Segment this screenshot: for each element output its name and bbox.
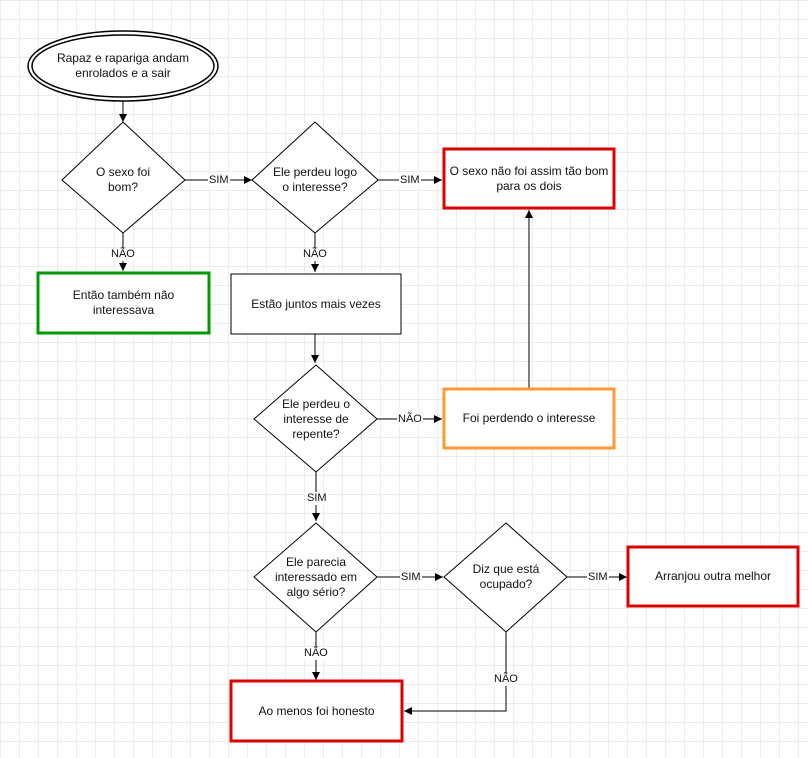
edge-label-repente-sim: SIM <box>306 492 328 505</box>
start-node[interactable] <box>27 30 219 102</box>
edge-label-repente-nao: NÃO <box>397 413 423 426</box>
result-outra-melhor-box[interactable] <box>626 545 800 608</box>
decision-sexo-bom[interactable] <box>61 121 186 234</box>
decision-perdeu-logo[interactable] <box>251 121 379 234</box>
decision-ocupado[interactable] <box>443 522 568 633</box>
result-honesto-label: Ao menos foi honesto <box>258 703 375 718</box>
edge-label-sexo-nao: NÃO <box>110 248 136 261</box>
decision-perdeu-logo-label: Ele perdeu logo o interesse? <box>272 165 358 194</box>
process-juntos-mais-box[interactable] <box>230 273 402 335</box>
edge-label-perdeu-logo-nao: NÃO <box>302 248 328 261</box>
result-honesto-box[interactable] <box>229 679 404 743</box>
result-sexo-nao-bom-label: O sexo não foi assim tão bom para os doi… <box>449 163 609 193</box>
edge-label-perdeu-logo-sim: SIM <box>399 174 421 187</box>
result-nao-interessava-label: Então também não interessava <box>72 288 175 317</box>
start-node-label: Rapaz e rapariga andam enrolados e a sai… <box>56 51 190 80</box>
result-outra-melhor-label: Arranjou outra melhor <box>654 569 772 583</box>
decision-ocupado-label: Diz que está ocupado? <box>472 562 540 591</box>
decision-interessado-serio-label: Ele parecia interessado em algo sério? <box>274 554 358 599</box>
decision-perdeu-repente[interactable] <box>253 364 378 473</box>
edge-label-serio-sim: SIM <box>400 571 422 584</box>
decision-interessado-serio[interactable] <box>253 522 378 633</box>
edge-label-ocupado-sim: SIM <box>587 571 609 584</box>
process-perdendo-box[interactable] <box>442 387 616 450</box>
decision-perdeu-repente-label: Ele perdeu o interesse de repente? <box>281 396 351 441</box>
edge-ocupado-nao <box>404 632 507 715</box>
result-nao-interessava-box[interactable] <box>36 271 211 335</box>
decision-sexo-bom-label: O sexo foi bom? <box>95 165 151 194</box>
process-perdendo-label: Foi perdendo o interesse <box>462 411 596 425</box>
edge-label-ocupado-nao: NÃO <box>493 673 519 686</box>
edge-label-serio-nao: NÃO <box>303 647 329 660</box>
process-juntos-mais-label: Estão juntos mais vezes <box>251 296 381 311</box>
edge-label-sexo-sim: SIM <box>208 174 230 187</box>
result-sexo-nao-bom-box[interactable] <box>442 147 616 210</box>
